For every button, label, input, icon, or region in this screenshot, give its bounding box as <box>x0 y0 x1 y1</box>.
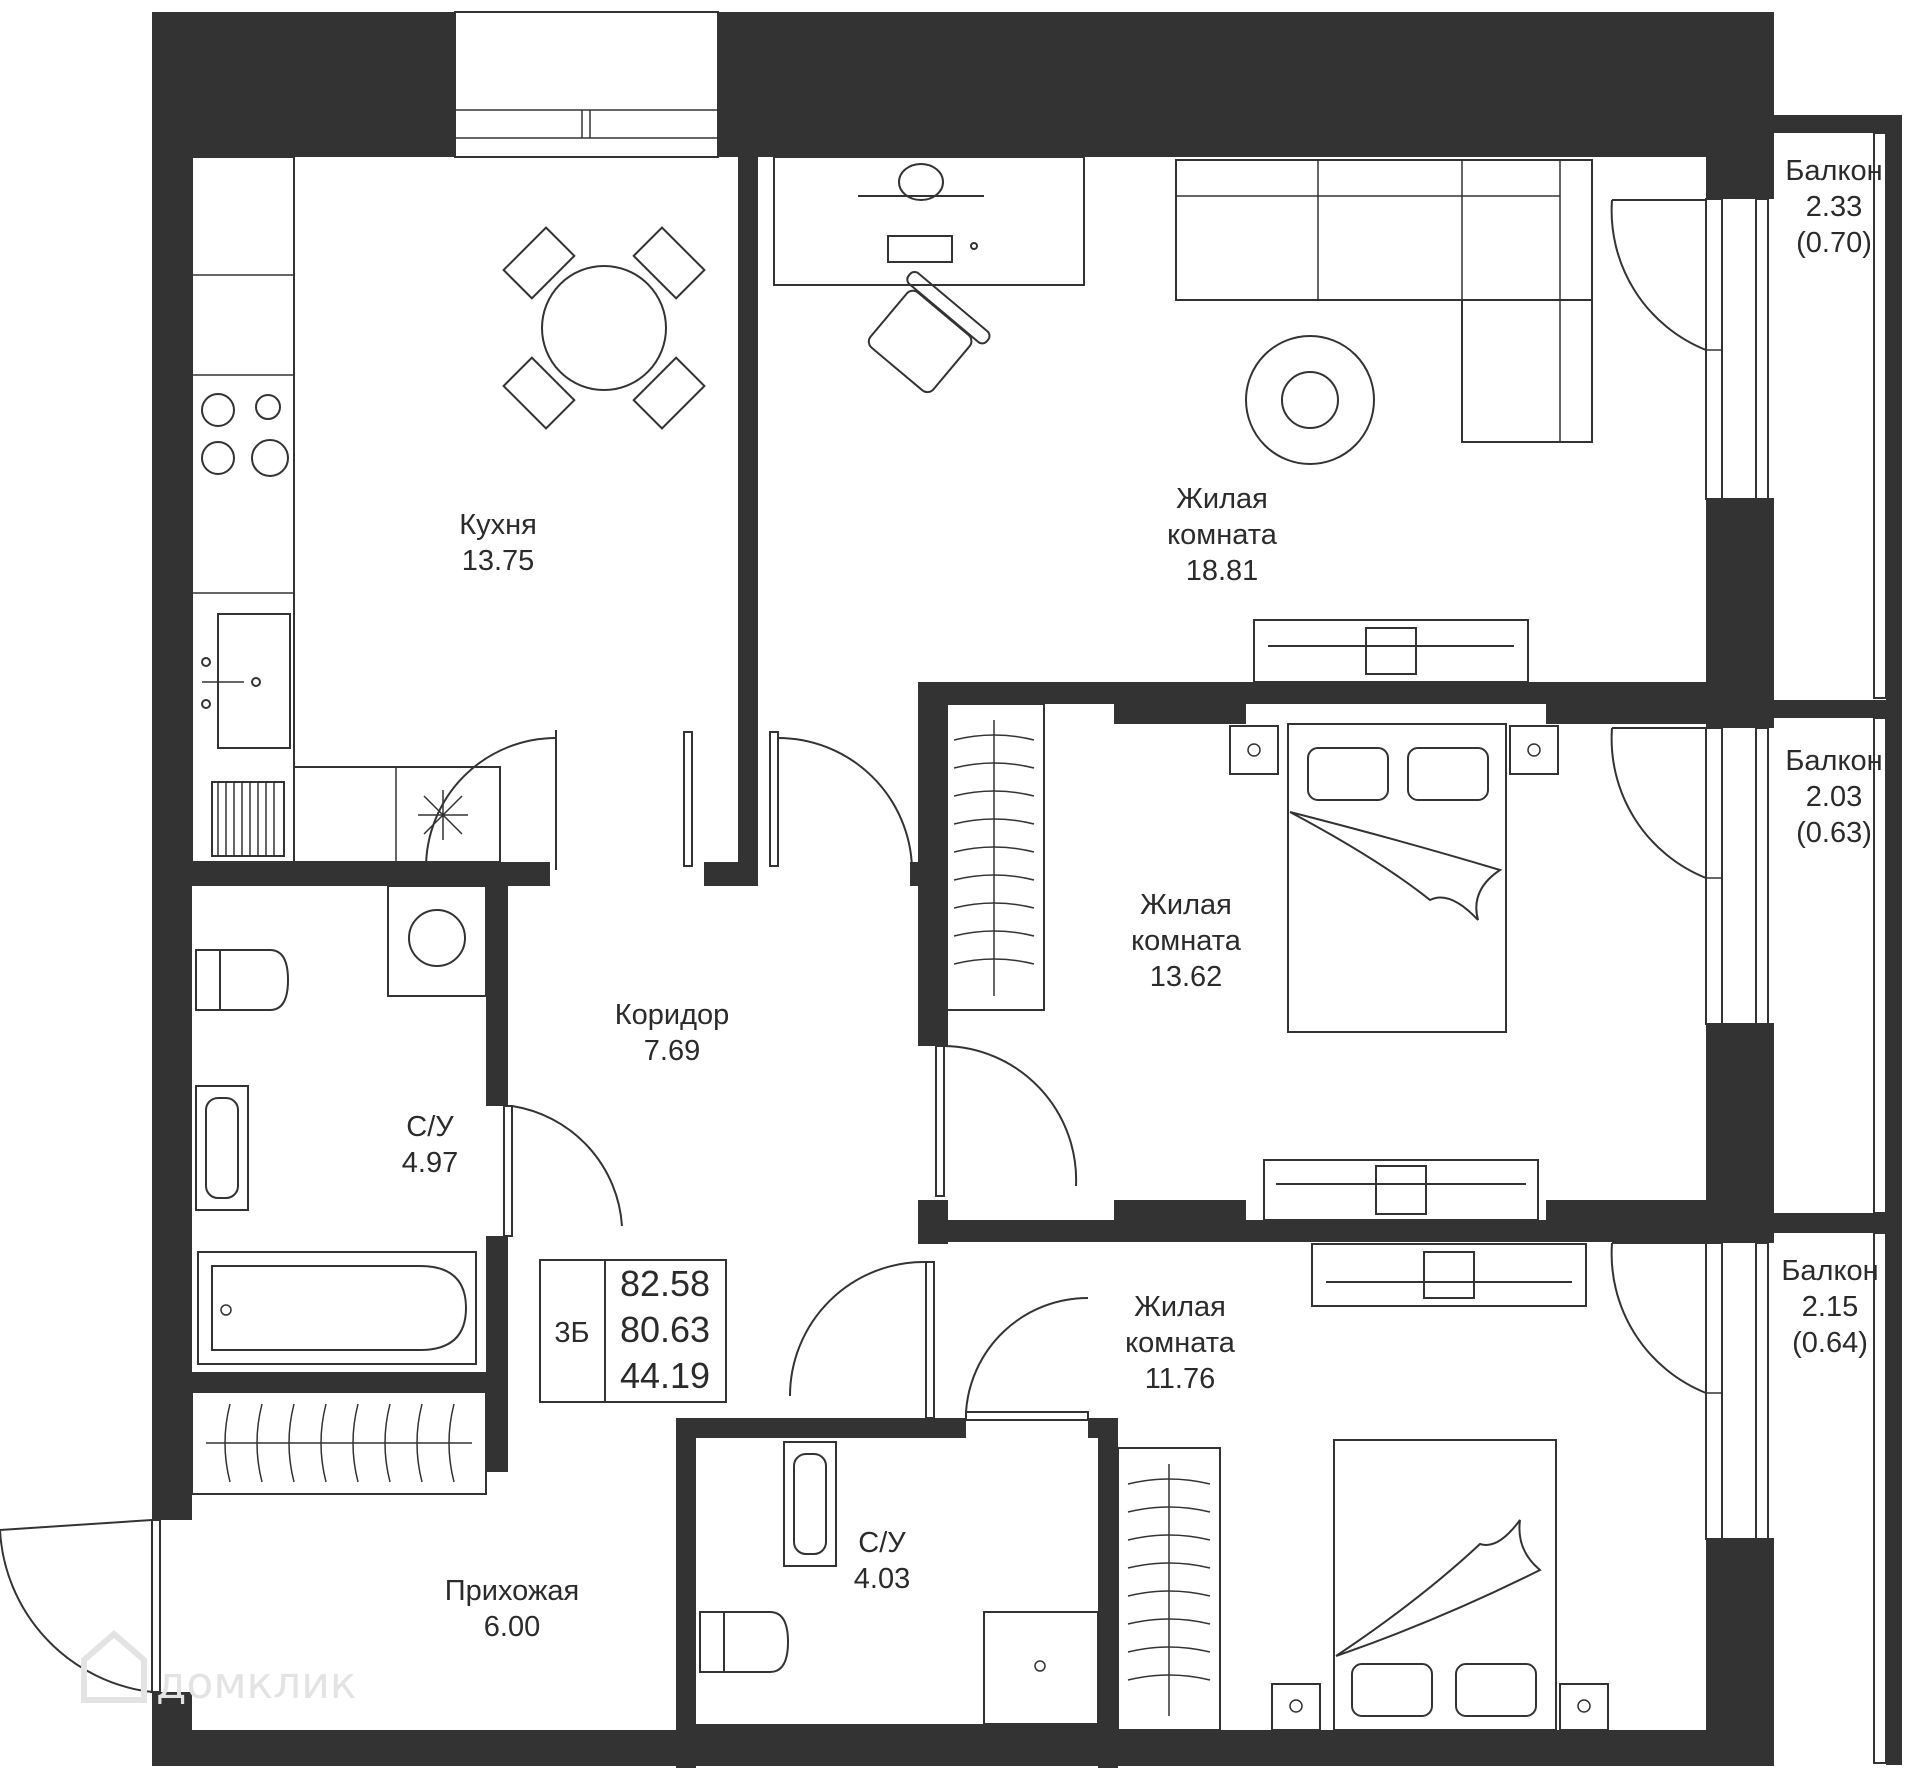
hall-name: Прихожая <box>445 1575 579 1607</box>
dishwasher-icon <box>211 781 285 857</box>
living2-area: 13.62 <box>1150 961 1223 993</box>
area-summary-box <box>539 1259 727 1403</box>
watermark: домклик <box>81 1630 356 1709</box>
living2-name-2: комната <box>1131 925 1242 957</box>
bed-3 <box>1271 1439 1609 1731</box>
summary-text: 3Б 82.58 80.63 44.19 <box>554 1263 710 1396</box>
tv-stand-1 <box>1253 619 1529 683</box>
balcony2-name: Балкон <box>1785 745 1882 777</box>
balcony1-name: Балкон <box>1785 155 1882 187</box>
office-chair <box>867 271 991 394</box>
balcony-labels: Балкон 2.33 (0.70) Балкон 2.03 (0.63) Ба… <box>1781 155 1882 1359</box>
balcony2-reduced: (0.63) <box>1796 817 1872 849</box>
bath1-area: 4.97 <box>402 1147 458 1179</box>
dining-table <box>502 226 706 430</box>
bathtub-icon <box>197 1251 477 1365</box>
living3-name-1: Жилая <box>1134 1291 1226 1323</box>
coffee-table <box>1245 335 1375 465</box>
desk <box>773 156 1085 286</box>
tv-stand-2 <box>1263 1159 1539 1221</box>
hall-wardrobe <box>191 1391 487 1495</box>
living1-area: 18.81 <box>1186 555 1259 587</box>
balcony1-reduced: (0.70) <box>1796 227 1872 259</box>
corridor-area: 7.69 <box>644 1035 700 1067</box>
net-area: 80.63 <box>620 1309 710 1350</box>
kitchen-area: 13.75 <box>462 545 535 577</box>
house-logo-icon <box>81 1630 147 1703</box>
sink-icon <box>201 613 291 749</box>
washbasin-1-icon <box>195 1085 249 1211</box>
living3-area: 11.76 <box>1145 1363 1215 1395</box>
tv-stand-3 <box>1311 1243 1587 1307</box>
room-labels: Кухня 13.75 Жилая комната 18.81 Жилая ко… <box>402 483 1278 1643</box>
balcony3-name: Балкон <box>1781 1255 1878 1287</box>
apartment-type: 3Б <box>554 1317 589 1349</box>
bath1-name: С/У <box>406 1111 454 1143</box>
shower-tray-icon <box>983 1611 1099 1725</box>
total-area: 82.58 <box>620 1263 710 1304</box>
fridge-icon <box>418 790 468 840</box>
bed-2 <box>1229 723 1559 1033</box>
living2-name-1: Жилая <box>1140 889 1232 921</box>
doors <box>0 199 1707 1693</box>
washbasin-2-icon <box>783 1441 837 1567</box>
living-area: 44.19 <box>620 1355 710 1396</box>
kitchen-counter <box>191 156 501 863</box>
balcony3-reduced: (0.64) <box>1792 1327 1868 1359</box>
hall-area: 6.00 <box>484 1611 540 1643</box>
washing-machine-icon <box>387 885 487 997</box>
balcony3-area: 2.15 <box>1802 1291 1858 1323</box>
sofa <box>1175 159 1593 443</box>
watermark-text: домклик <box>156 1658 356 1709</box>
wardrobe-2 <box>943 703 1045 1011</box>
corridor-name: Коридор <box>615 999 730 1031</box>
toilet-2-icon <box>699 1611 790 1673</box>
living1-name-2: комната <box>1167 519 1278 551</box>
balcony2-area: 2.03 <box>1806 781 1862 813</box>
bath2-name: С/У <box>858 1527 906 1559</box>
balcony-frames <box>1705 132 1887 1764</box>
wardrobe-3 <box>1117 1447 1221 1731</box>
walls <box>152 12 1902 1768</box>
kitchen-name: Кухня <box>459 509 537 541</box>
living3-name-2: комната <box>1125 1327 1236 1359</box>
bath2-area: 4.03 <box>854 1563 910 1595</box>
living1-name-1: Жилая <box>1176 483 1268 515</box>
balcony1-area: 2.33 <box>1806 191 1862 223</box>
stove-icon <box>201 393 289 477</box>
kitchen-window <box>454 11 719 158</box>
toilet-1-icon <box>195 949 290 1011</box>
